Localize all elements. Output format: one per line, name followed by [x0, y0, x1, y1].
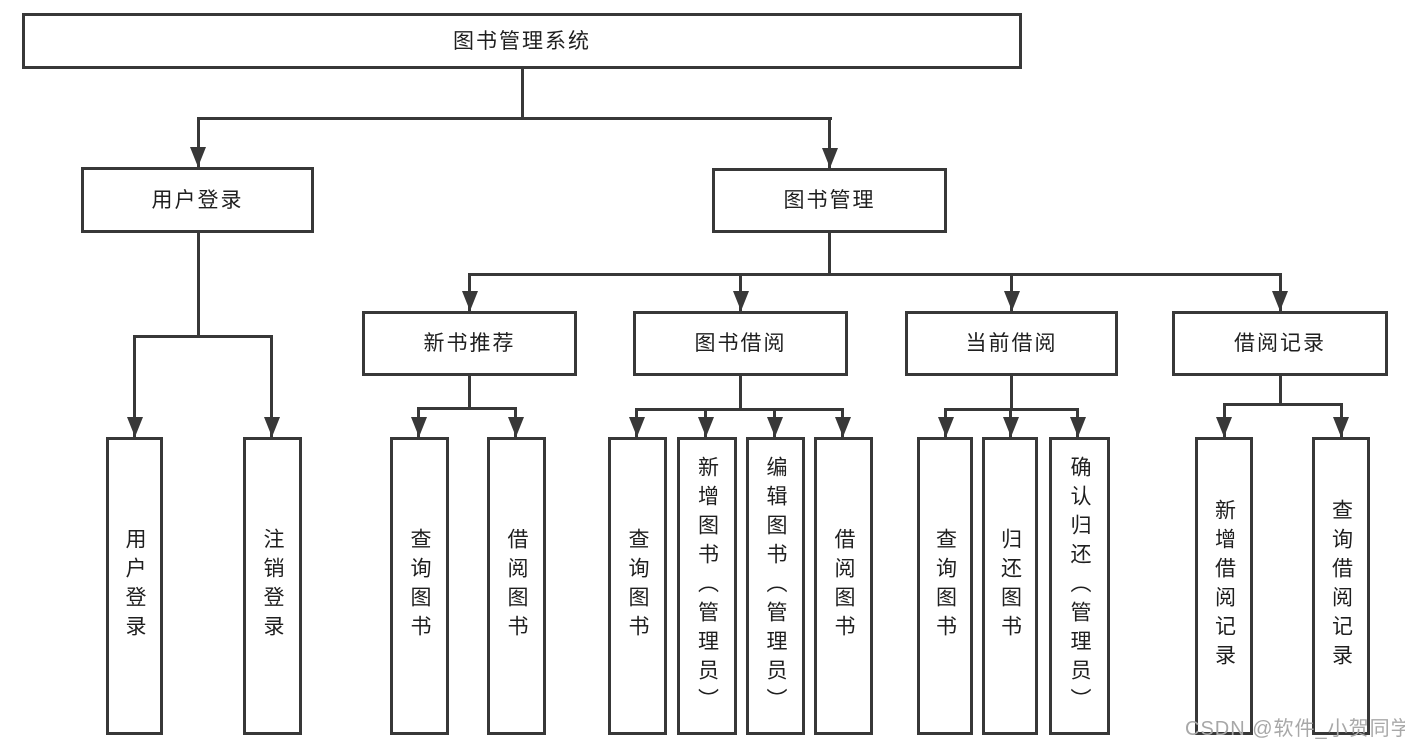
leaf-query-books-1: 查询图书 — [390, 437, 449, 735]
connector-arrow-to-leaf-logout — [263, 335, 280, 437]
node-borrowing-records: 借阅记录 — [1172, 311, 1388, 376]
leaf-return-book: 归还图书 — [982, 437, 1038, 735]
connector-arrow-to-query-books-3 — [937, 408, 954, 437]
connector-root-rail — [196, 117, 832, 120]
leaf-query-borrow-record: 查询借阅记录 — [1312, 437, 1370, 735]
leaf-add-borrow-record: 新增借阅记录 — [1195, 437, 1253, 735]
node-new-book-recommendation: 新书推荐 — [362, 311, 577, 376]
connector-arrow-to-book-management — [821, 117, 838, 168]
connector-arrow-to-leaf-user-login — [126, 335, 143, 437]
leaf-borrow-books-2: 借阅图书 — [814, 437, 873, 735]
connector-user-login-rail — [133, 335, 273, 338]
leaf-add-book-admin: 新增图书（管理员） — [677, 437, 737, 735]
leaf-user-login: 用户登录 — [106, 437, 163, 735]
node-book-borrowing: 图书借阅 — [633, 311, 848, 376]
connector-book-management-stub — [828, 233, 831, 273]
connector-arrow-to-edit-book — [766, 408, 783, 437]
connector-arrow-to-return-book — [1002, 408, 1019, 437]
connector-recommendation-stub — [468, 376, 471, 407]
connector-borrowing-rail — [635, 408, 844, 411]
connector-current-stub — [1010, 376, 1013, 408]
connector-arrow-to-query-borrow-record — [1333, 403, 1349, 437]
connector-records-stub — [1278, 376, 1282, 403]
connector-user-login-stub — [196, 233, 200, 335]
connector-borrowing-stub — [739, 376, 742, 408]
leaf-edit-book-admin: 编辑图书（管理员） — [746, 437, 805, 735]
connector-arrow-to-borrowing-records — [1272, 273, 1288, 311]
leaf-logout: 注销登录 — [243, 437, 302, 735]
connector-arrow-to-query-books-1 — [410, 407, 427, 437]
leaf-query-books-3: 查询图书 — [917, 437, 973, 735]
connector-arrow-to-add-borrow-record — [1216, 403, 1232, 437]
connector-book-management-rail — [468, 273, 1282, 276]
node-user-login: 用户登录 — [81, 167, 314, 233]
leaf-confirm-return-admin: 确认归还（管理员） — [1049, 437, 1110, 735]
connector-arrow-to-add-book — [697, 408, 714, 437]
leaf-borrow-books-1: 借阅图书 — [487, 437, 546, 735]
connector-arrow-to-new-book-recommendation — [461, 273, 478, 311]
node-current-borrowing: 当前借阅 — [905, 311, 1118, 376]
connector-arrow-to-book-borrowing — [732, 273, 749, 311]
connector-arrow-to-current-borrowing — [1003, 273, 1020, 311]
connector-arrow-to-confirm-return — [1069, 408, 1086, 437]
node-book-management: 图书管理 — [712, 168, 947, 233]
node-library-management-system: 图书管理系统 — [22, 13, 1022, 69]
connector-root-stub — [520, 68, 524, 118]
connector-records-rail — [1222, 403, 1343, 406]
connector-arrow-to-borrow-books-2 — [834, 408, 851, 437]
connector-arrow-to-query-books-2 — [628, 408, 645, 437]
connector-arrow-to-borrow-books-1 — [507, 407, 524, 437]
connector-recommendation-rail — [417, 407, 517, 410]
leaf-query-books-2: 查询图书 — [608, 437, 667, 735]
connector-arrow-to-user-login — [190, 117, 206, 167]
csdn-watermark: CSDN @软件_小贺同学 — [1185, 718, 1405, 740]
